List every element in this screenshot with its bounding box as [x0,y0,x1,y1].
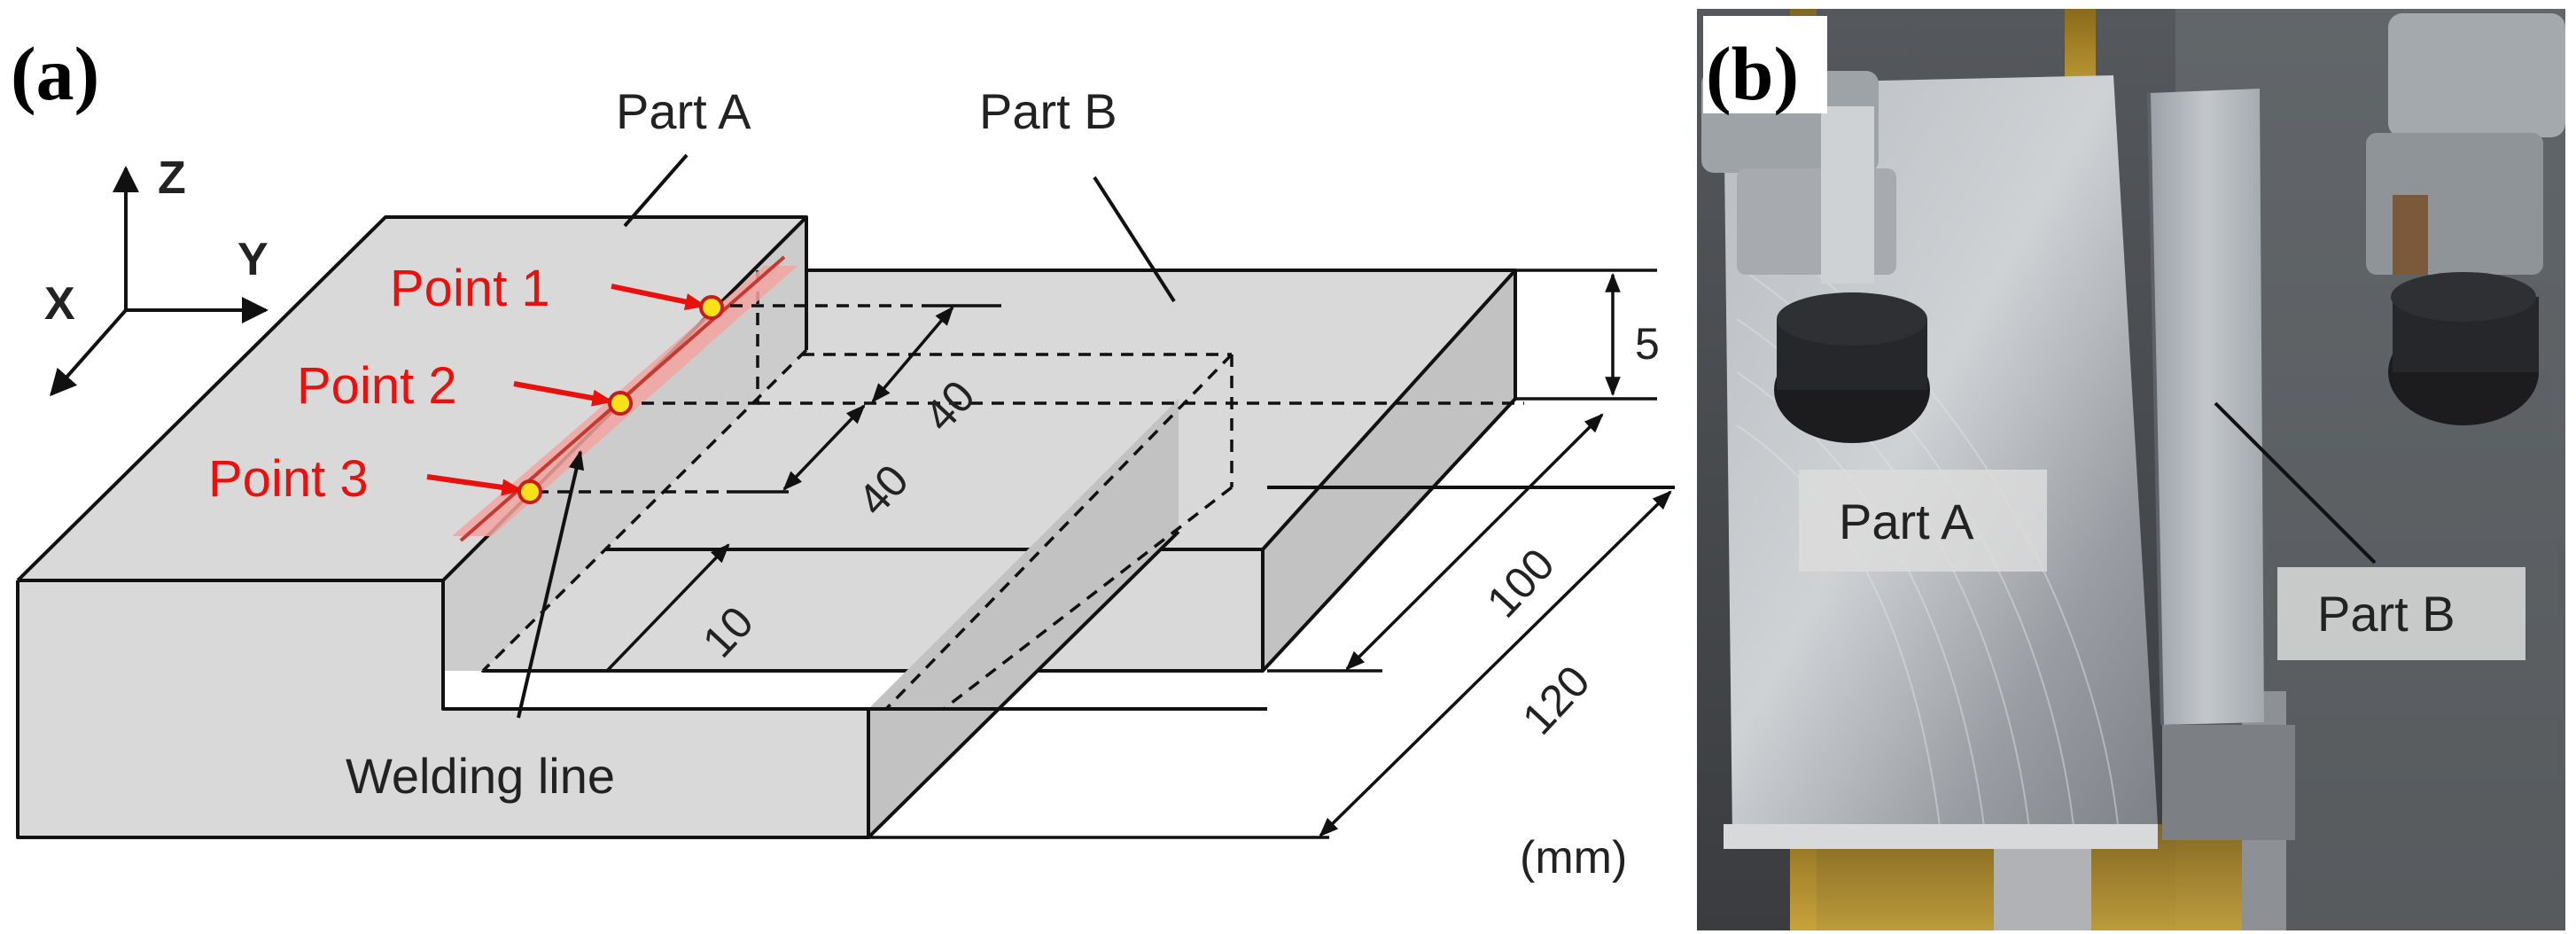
photo-part-b [2149,89,2264,725]
point-2-arrow [513,381,614,407]
point-3-label: Point 3 [208,450,369,508]
part-b-leader [1093,175,1176,303]
photo-part-b-label: Part B [2317,586,2455,642]
point-2-marker [608,391,633,416]
point-1-arrow [611,284,707,310]
welding-line-leader [517,449,585,719]
y-axis-label: Y [237,234,268,285]
point-1-marker [699,295,724,320]
part-a-front-outline [16,580,870,839]
dimension-5-label: 5 [1635,319,1660,369]
x-axis [50,308,128,397]
unit-label: (mm) [1520,832,1627,883]
photo-part-b-tag [2277,567,2525,660]
part-a-bottom-side-edge [867,530,1180,839]
panel-b: (b) Part A Part B [1697,9,2565,930]
point-3-arrow [426,474,524,496]
panel-b-label-bg [1703,16,1827,113]
z-axis-label: Z [158,152,186,204]
photo-part-a-tag [1799,470,2047,572]
right-clamp [2366,13,2565,425]
dimension-10 [605,543,730,673]
part-b-top-outline [434,269,1517,551]
measurement-guides [536,304,1001,494]
part-labels: Part A Part B [616,83,1176,303]
part-a-label: Part A [616,83,751,139]
part-a-leader [623,153,689,228]
photo-part-b-leader [2214,401,2377,564]
part-b-front-face [483,549,1263,671]
point-1-label: Point 1 [390,260,550,317]
part-a-top-face [18,217,806,580]
measurement-points: Point 1 Point 2 Point 3 [208,260,724,508]
point-2-label: Point 2 [297,357,457,415]
dimension-120 [1319,490,1672,837]
panel-a-label: (a) [11,31,99,116]
welding-line-label: Welding line [346,748,615,804]
point-3-marker [518,479,542,504]
part-a-side-face [868,399,1179,837]
dimension-100-label: 100 [1477,539,1564,627]
dimension-40-lower [782,404,866,491]
x-axis-label: X [44,278,75,330]
photo [1697,9,2565,930]
dimension-40-upper [871,306,954,403]
coordinate-axes: Z Y X [44,152,268,397]
panel-a: (a) Z Y X [11,31,1675,883]
photo-part-a-label: Part A [1839,494,1974,549]
part-b-label: Part B [979,83,1117,139]
panel-b-label: (b) [1706,31,1799,116]
dimension-120-label: 120 [1513,656,1599,743]
